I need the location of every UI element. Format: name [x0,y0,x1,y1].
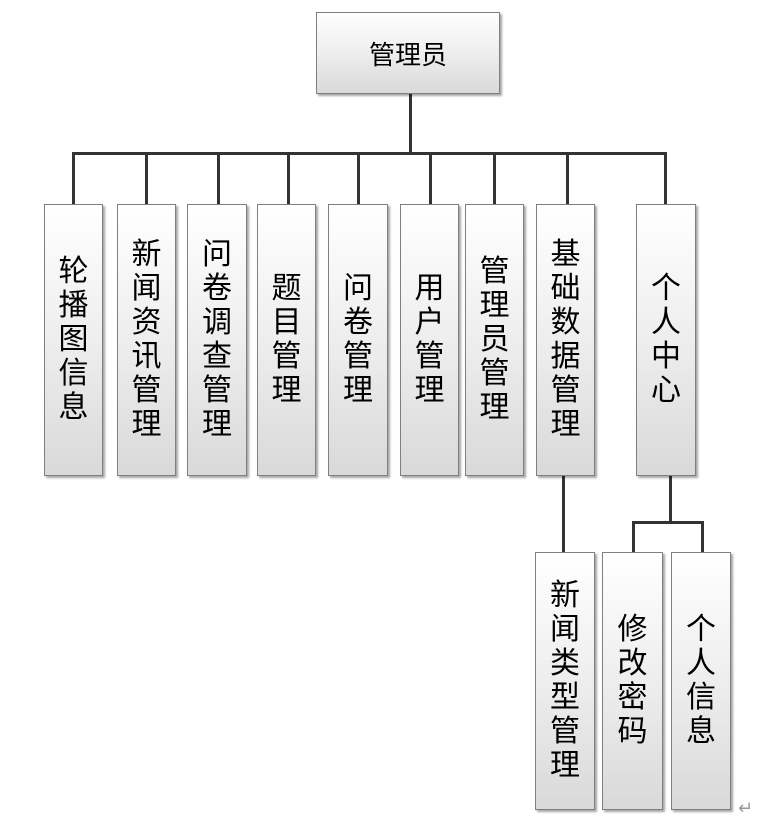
node-label: 新闻资讯管理 [131,237,162,442]
node-carousel: 轮播图信息 [44,204,103,476]
connector-personal [664,152,667,204]
node-change-password: 修改密码 [602,552,663,810]
connector-news [145,152,148,204]
connector-personal-info [701,521,704,552]
node-news-type: 新闻类型管理 [535,552,595,810]
node-user: 用户管理 [400,204,459,476]
node-label: 问卷管理 [343,271,373,408]
paragraph-mark: ↵ [738,798,754,819]
node-admin: 管理员管理 [465,204,524,476]
connector-questionnaire [357,152,360,204]
node-label: 用户管理 [414,271,445,408]
node-label: 题目管理 [271,271,302,408]
node-label: 管理员管理 [479,254,510,425]
node-personal-info: 个人信息 [671,552,731,810]
node-label: 新闻类型管理 [550,578,580,783]
node-questionnaire: 问卷管理 [328,204,388,476]
node-label: 个人信息 [686,612,716,749]
node-personal: 个人中心 [636,204,696,476]
connector-carousel [72,152,75,204]
node-label: 个人中心 [651,271,681,408]
connector-personal-stem [669,476,672,523]
connector-change-password [632,521,635,552]
node-label: 基础数据管理 [550,237,581,442]
node-basedata: 基础数据管理 [536,204,595,476]
connector-root-stem [409,94,412,154]
node-root: 管理员 [316,12,500,94]
connector-survey [217,152,220,204]
node-survey: 问卷调查管理 [187,204,247,476]
connector-question [287,152,290,204]
connector-user [429,152,432,204]
connector-basedata-child [562,476,565,552]
node-root-label: 管理员 [368,40,447,71]
connector-admin [493,152,496,204]
node-question: 题目管理 [257,204,316,476]
node-news: 新闻资讯管理 [117,204,176,476]
connector-level2-bus [633,521,703,524]
node-label: 问卷调查管理 [202,237,232,442]
connector-basedata [566,152,569,204]
node-label: 轮播图信息 [58,254,89,425]
node-label: 修改密码 [617,612,648,749]
connector-level1-bus [73,152,667,155]
